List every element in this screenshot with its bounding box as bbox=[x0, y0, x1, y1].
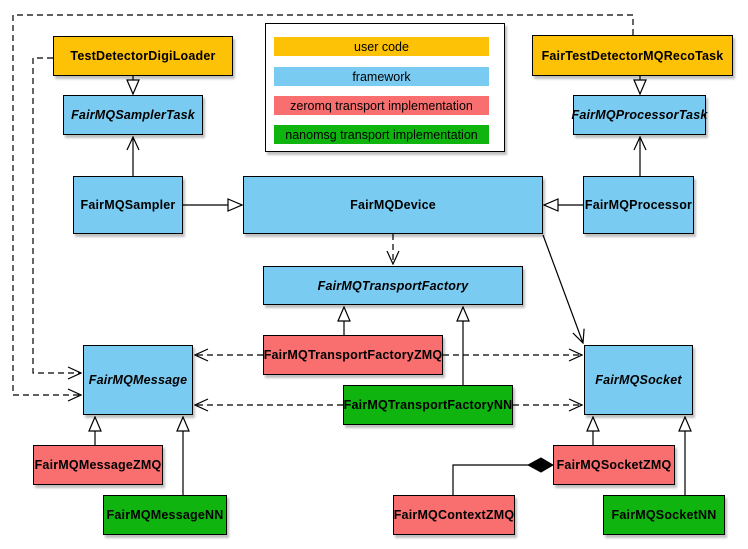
legend-item-nanomsg: nanomsg transport implementation bbox=[274, 125, 489, 144]
node-fairmqprocessortask: FairMQProcessorTask bbox=[571, 95, 707, 135]
edge-recotask-to-message-dependency bbox=[12, 14, 634, 395]
node-fairtestdetectormqrecotask: FairTestDetectorMQRecoTask bbox=[532, 35, 733, 76]
node-testdetectordigiloader: TestDetectorDigiLoader bbox=[53, 36, 233, 76]
legend: user code framework zeromq transport imp… bbox=[265, 23, 505, 152]
legend-item-zeromq: zeromq transport implementation bbox=[274, 96, 489, 115]
node-fairmqsamplertask: FairMQSamplerTask bbox=[63, 95, 203, 135]
node-fairmqmessagezmq: FairMQMessageZMQ bbox=[33, 445, 163, 485]
composition-diamond-icon bbox=[526, 457, 554, 473]
legend-item-framework: framework bbox=[274, 67, 489, 86]
node-fairmqdevice: FairMQDevice bbox=[243, 176, 543, 234]
node-fairmqtransportfactory: FairMQTransportFactory bbox=[263, 266, 523, 305]
node-fairmqmessagenn: FairMQMessageNN bbox=[103, 495, 227, 535]
node-fairmqmessage: FairMQMessage bbox=[83, 345, 193, 415]
edge-device-to-socket-association bbox=[542, 234, 583, 343]
node-fairmqtransportfactoryzmq: FairMQTransportFactoryZMQ bbox=[263, 335, 443, 375]
node-fairmqsocketzmq: FairMQSocketZMQ bbox=[553, 445, 675, 485]
node-fairmqprocessor: FairMQProcessor bbox=[583, 176, 694, 234]
edge-digiloader-to-message-dependency bbox=[32, 57, 81, 373]
node-fairmqtransportfactorynn: FairMQTransportFactoryNN bbox=[343, 385, 513, 425]
legend-item-user-code: user code bbox=[274, 37, 489, 56]
node-fairmqsocketnn: FairMQSocketNN bbox=[603, 495, 725, 535]
node-fairmqcontextzmq: FairMQContextZMQ bbox=[393, 495, 515, 535]
node-fairmqsocket: FairMQSocket bbox=[584, 345, 693, 415]
edge-contextzmq-to-socketzmq-composition bbox=[452, 464, 528, 495]
node-fairmqsampler: FairMQSampler bbox=[73, 176, 183, 234]
